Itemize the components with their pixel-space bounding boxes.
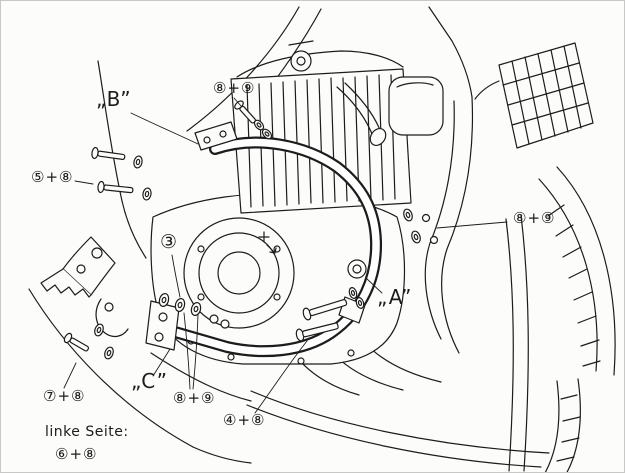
fastener-label-top: ⑧+⑨ — [213, 79, 256, 97]
oil-cooler — [474, 42, 594, 149]
fastener-label-bottom-center: ⑧+⑨ — [173, 389, 216, 407]
part-number-3: ③ — [160, 231, 178, 253]
section-label-c: „C” — [131, 369, 168, 393]
tank-and-frame-right — [424, 6, 474, 354]
engine-cover-circles — [183, 217, 367, 365]
section-label-a: „A” — [377, 285, 413, 309]
fastener-label-left: ⑤+⑧ — [31, 168, 74, 186]
fastener-label-bottom-left: ⑦+⑧ — [43, 387, 86, 405]
left-side-note: linke Seite: — [45, 424, 129, 440]
footpeg — [40, 236, 129, 338]
leader-lines — [63, 97, 508, 414]
fastener-hardware — [63, 100, 439, 360]
fastener-label-right: ⑧+⑨ — [513, 209, 556, 227]
fastener-label-lower-engine: ④+⑧ — [223, 411, 266, 429]
bodywork-lower-left — [28, 288, 252, 464]
section-label-b: „B” — [96, 87, 132, 111]
left-side-note-fasteners: ⑥+⑧ — [55, 445, 98, 463]
front-fender — [505, 166, 616, 472]
